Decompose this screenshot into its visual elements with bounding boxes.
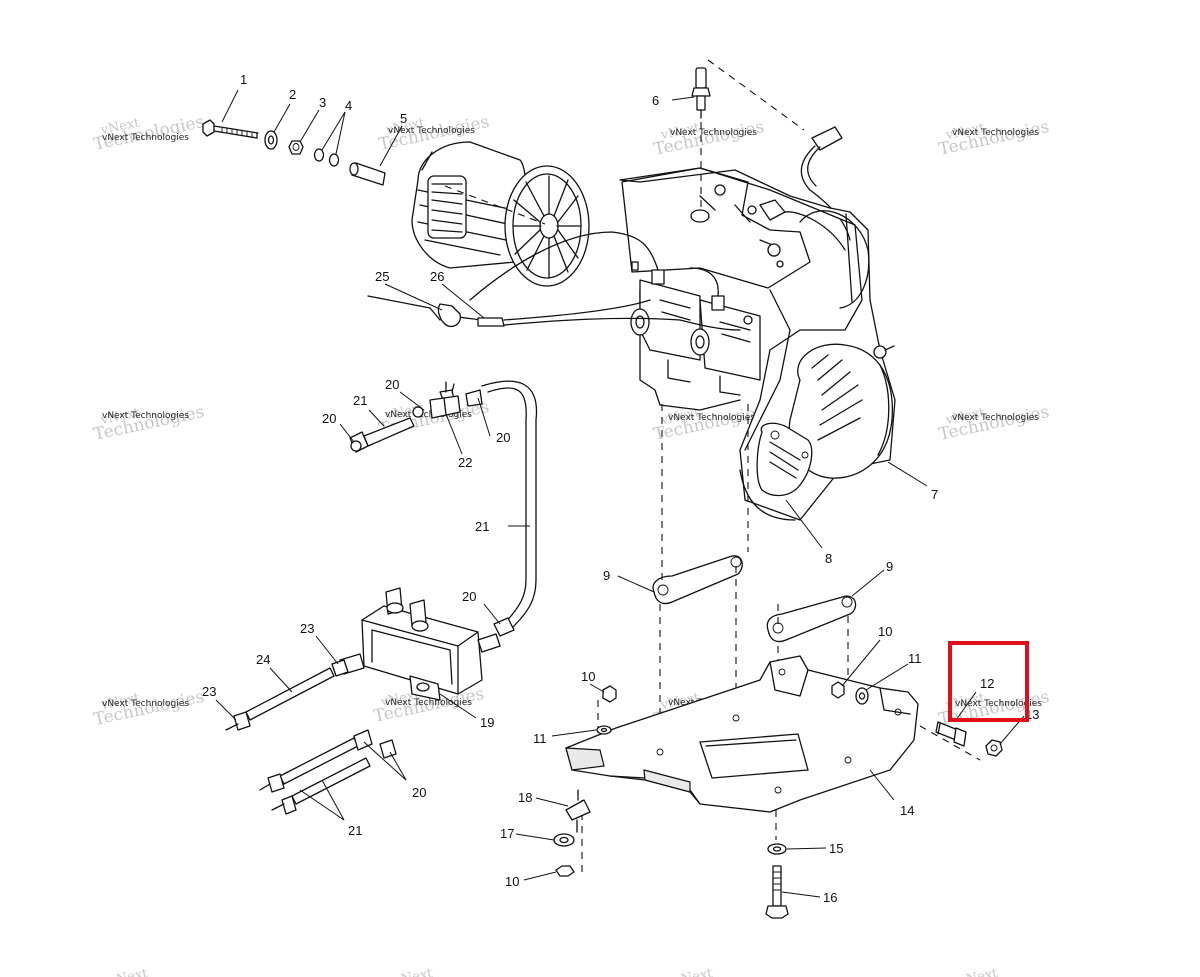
callout-label: 21: [348, 823, 362, 838]
watermark: Technologies: [92, 402, 206, 445]
bolt-1: [202, 119, 259, 139]
bolt-16: [765, 865, 789, 919]
spacer-5: [349, 162, 386, 186]
watermark-caption: vNext Technologies: [385, 410, 472, 420]
callout-label: 23: [300, 621, 314, 636]
nut-10c: [555, 865, 575, 877]
fuel-pump-19: [339, 587, 501, 701]
callout-label: 20: [385, 377, 399, 392]
callout-label: 23: [202, 684, 216, 699]
watermark: Technologies: [937, 117, 1051, 160]
fuel-filter-area: [349, 380, 538, 637]
drive-clutch-hardware: [202, 119, 386, 186]
engine-mount-9a: [652, 555, 743, 605]
nut-10a: [602, 685, 617, 703]
watermark-caption: vNext Technologies: [102, 699, 189, 709]
fuel-lines-23-24: [225, 659, 397, 815]
watermark-caption: vNext Technologies: [668, 413, 755, 423]
callout-label: 21: [475, 519, 489, 534]
callout-label: 21: [353, 393, 367, 408]
callout-label: 25: [375, 269, 389, 284]
callout-label: 4: [345, 98, 352, 113]
drive-clutch: [411, 141, 590, 287]
callout-label: 6: [652, 93, 659, 108]
watermark-caption: vNext Technologies: [955, 699, 1042, 709]
callout-label: 5: [400, 111, 407, 126]
callout-label: 17: [500, 826, 514, 841]
callout-label: 11: [908, 651, 922, 666]
callout-label: 18: [518, 790, 532, 805]
callout-label: 3: [319, 95, 326, 110]
callout-label: 20: [322, 411, 336, 426]
nut-13: [985, 739, 1003, 757]
alignment-line: [707, 59, 805, 131]
callout-label: 10: [505, 874, 519, 889]
starter-handle-8: [756, 422, 813, 497]
callout-label: 20: [462, 589, 476, 604]
callout-label: 10: [581, 669, 595, 684]
callout-label: 20: [412, 785, 426, 800]
callout-label: 14: [900, 803, 914, 818]
nut-10b: [831, 681, 845, 699]
spark-plug-6: [691, 67, 711, 119]
callout-label: 11: [533, 731, 547, 746]
watermark: Technologies: [652, 117, 766, 160]
callout-label: 10: [878, 624, 892, 639]
engine-plate-14: [565, 655, 919, 813]
engine-7: [619, 167, 896, 521]
callout-label: 12: [980, 676, 994, 691]
o-ring-4b: [328, 153, 340, 167]
callout-label: 9: [603, 568, 610, 583]
watermark-caption: vNext Technologies: [670, 128, 757, 138]
watermark-caption: vNext Technologies: [952, 128, 1039, 138]
callout-label: 15: [829, 841, 843, 856]
watermark: Technologies: [937, 402, 1051, 445]
callout-label: 7: [931, 487, 938, 502]
watermark-caption: vNext Technologies: [388, 126, 475, 136]
callout-label: 19: [480, 715, 494, 730]
washer-2: [264, 130, 278, 150]
callout-label: 8: [825, 551, 832, 566]
callout-label: 16: [823, 890, 837, 905]
watermark: vNext: [957, 966, 1000, 977]
o-ring-4a: [313, 148, 325, 162]
callout-label: 1: [240, 72, 247, 87]
callout-label: 24: [256, 652, 270, 667]
highlight-box-part-12: [948, 641, 1029, 722]
nut-3: [288, 140, 304, 155]
watermark-caption: vNext Technologies: [102, 411, 189, 421]
bolt-12: [935, 721, 967, 747]
callout-label: 20: [496, 430, 510, 445]
watermark-caption: vNext Technologies: [385, 698, 472, 708]
watermark: vNext: [392, 966, 435, 977]
callout-label: 26: [430, 269, 444, 284]
carburetors: [630, 269, 761, 396]
watermark: vNext: [672, 966, 715, 977]
callout-label: 22: [458, 455, 472, 470]
spark-plug-cap: [800, 126, 851, 241]
callout-labels: 1 2 3 4 5 6 7 8 9 9 10 10 10 11 11 12 13…: [202, 72, 1039, 905]
stud-18: [565, 789, 591, 833]
watermark-caption: vNext Technologies: [952, 413, 1039, 423]
leader-lines: [215, 89, 1025, 898]
hardware-nuts-washers: [553, 681, 1003, 919]
watermark: vNext: [107, 966, 150, 977]
callout-label: 9: [886, 559, 893, 574]
throttle-cable-25-26: [367, 231, 741, 331]
engine-mount-9b: [766, 595, 857, 643]
watermark-caption: vNext Technologies: [102, 133, 189, 143]
callout-label: 2: [289, 87, 296, 102]
